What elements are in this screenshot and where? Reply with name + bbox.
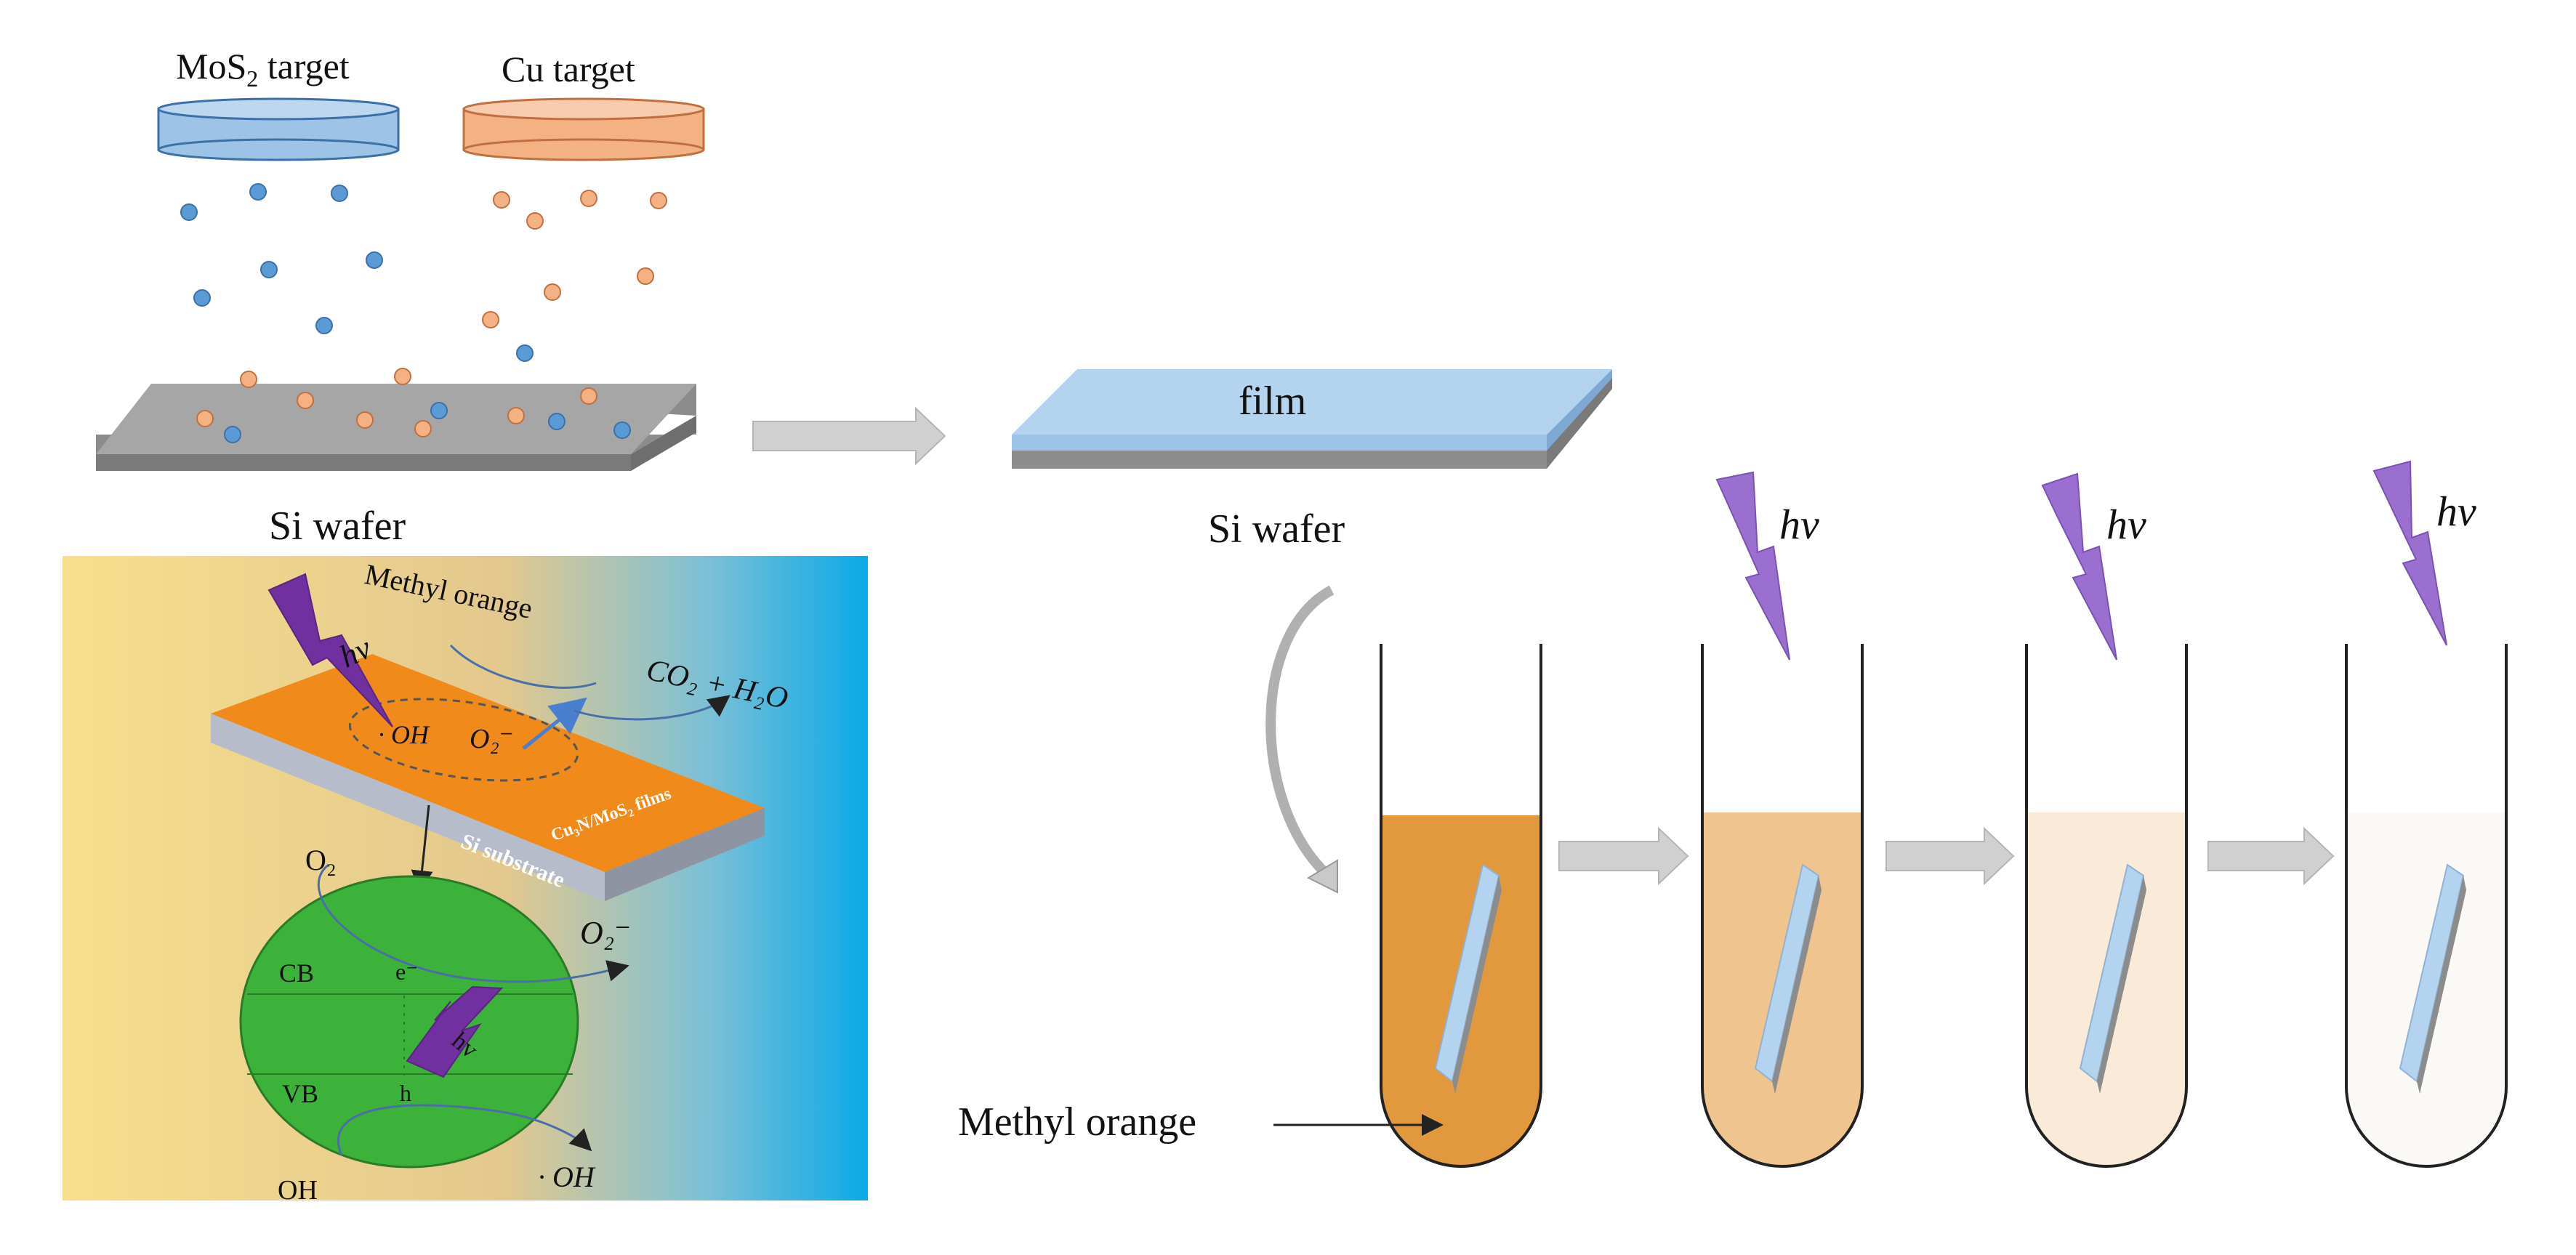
mos2-target [157,97,400,161]
test-tube-4 [2345,644,2508,1168]
photocatalysis-inset [63,556,868,1200]
si-wafer-label-2: Si wafer [1208,507,1345,552]
film-label: film [1239,379,1307,424]
inset-vb-label: VB [282,1079,319,1108]
hv-label-tube-3: hv [2106,501,2146,548]
cu-target [462,97,705,161]
inset-electron-label: e⁻ [395,959,419,985]
deposited-particles [196,368,631,443]
process-arrow-1 [752,406,946,466]
process-arrow-3 [1885,826,2015,886]
mos2-target-label: MoS2 target [176,46,350,92]
process-arrow-4 [2207,826,2335,886]
inset-oh-in-label: OH [278,1175,318,1206]
inset-oh-out-label: · OH [538,1161,595,1193]
methyl-orange-label: Methyl orange [958,1099,1197,1145]
test-tube-2 [1701,644,1864,1168]
cu-particles [482,190,667,328]
hv-label-tube-2: hv [1779,501,1819,548]
test-tube-3 [2025,644,2188,1168]
inset-o2-minus-out-label: O₂⁻ [580,915,632,951]
curved-arrow-head [1306,859,1338,894]
hv-label-tube-4: hv [2436,488,2476,535]
inset-oh-label: · OH [378,720,429,749]
test-tube-1 [1380,644,1542,1168]
inset-cb-label: CB [279,959,315,988]
inset-o2-label: O₂ [305,844,337,876]
cu-target-label: Cu target [502,49,635,89]
si-wafer-label-1: Si wafer [269,504,406,549]
film-slab [1012,369,1612,469]
mos2-particles [180,183,534,362]
inset-o2-minus-label: O₂⁻ [470,724,514,754]
process-arrow-2 [1558,826,1689,886]
curved-arrow [1265,585,1335,876]
si-wafer-slab [96,384,696,471]
inset-hole-label: h [400,1080,411,1106]
lightning-icon [1715,460,2447,661]
